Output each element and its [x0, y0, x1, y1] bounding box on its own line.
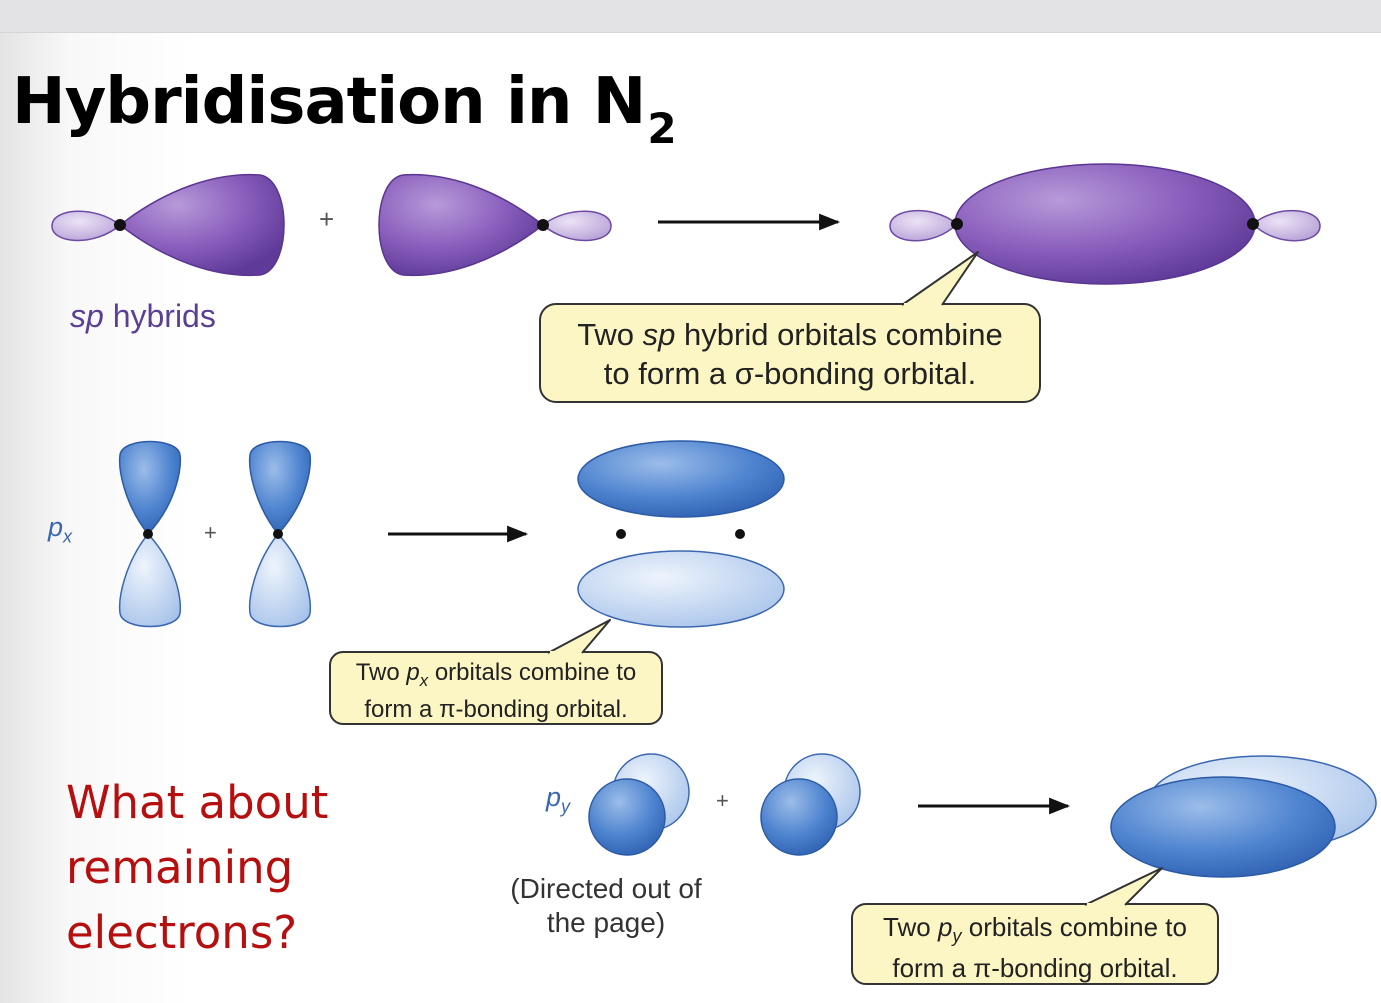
callout-sigma-text: Two sp hybrid orbitals combine to form a… — [577, 317, 1003, 391]
top-bar — [0, 0, 1381, 33]
pi-bonding-orbital-x — [577, 440, 785, 628]
sp-hybrid-left — [51, 173, 285, 277]
callout-sigma-bubble — [539, 251, 1041, 403]
py-orbital-right — [760, 753, 861, 856]
sp-hybrids-label: sp hybrids — [70, 298, 216, 334]
plus-sign-px: + — [204, 520, 217, 545]
py-label: py — [546, 782, 571, 817]
callout-px-bubble — [329, 619, 663, 725]
pi-bonding-orbital-y — [1110, 755, 1377, 878]
px-label: px — [48, 512, 73, 547]
px-orbital-left — [118, 440, 182, 628]
py-direction-note: (Directed out of the page) — [510, 873, 702, 938]
plus-sign-py: + — [716, 788, 729, 813]
slide-title: Hybridisation in N2 — [12, 65, 677, 153]
plus-sign-sp: + — [319, 204, 335, 234]
title-subscript: 2 — [647, 104, 676, 153]
callout-py-text: Two py orbitals combine to form a π-bond… — [883, 912, 1187, 984]
sp-hybrid-right — [378, 173, 612, 277]
callout-py-bubble — [851, 867, 1219, 985]
sigma-bonding-orbital — [889, 163, 1321, 285]
question-text: What about remaining electrons? — [66, 776, 329, 959]
callout-px-text: Two px orbitals combine to form a π-bond… — [355, 659, 637, 723]
py-orbital-left — [588, 753, 690, 856]
px-orbital-right — [248, 440, 312, 628]
